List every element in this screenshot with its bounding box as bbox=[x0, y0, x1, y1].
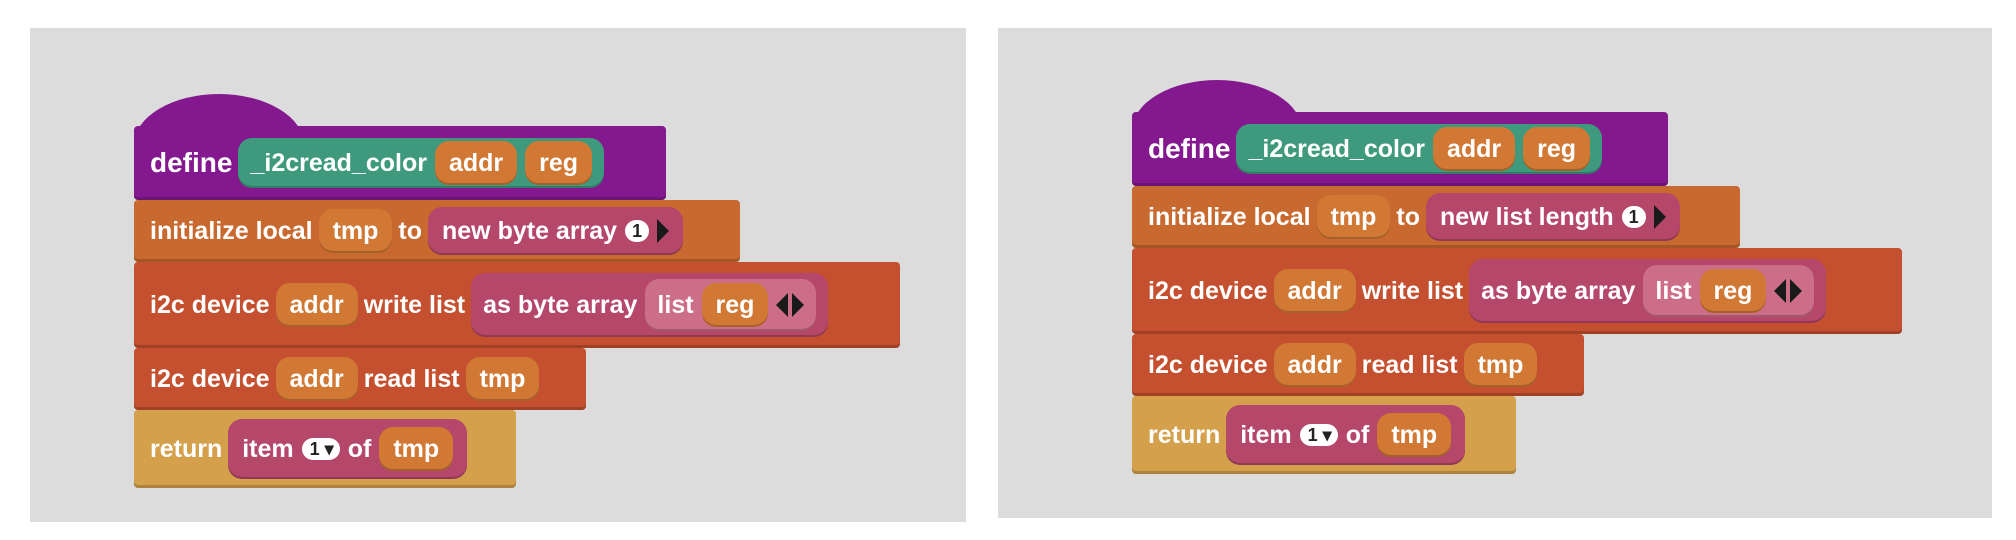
read-var-tmp[interactable]: tmp bbox=[465, 357, 540, 401]
param-reg[interactable]: reg bbox=[1523, 127, 1591, 171]
initialize-local-label: initialize local bbox=[1148, 202, 1311, 231]
expand-arrow-icon[interactable] bbox=[1653, 205, 1666, 229]
initialize-local-label: initialize local bbox=[150, 216, 313, 245]
i2c-device-label: i2c device bbox=[1148, 276, 1268, 305]
initialize-local-block[interactable]: initialize local tmp to new list length … bbox=[1132, 186, 1740, 248]
item-index-dropdown[interactable]: 1 ▾ bbox=[301, 438, 340, 460]
expand-arrow-icon[interactable] bbox=[1790, 279, 1803, 303]
define-label: define bbox=[1148, 133, 1231, 164]
i2c-device-label: i2c device bbox=[1148, 350, 1268, 379]
param-addr[interactable]: addr bbox=[1432, 127, 1516, 171]
item-index-dropdown[interactable]: 1 ▾ bbox=[1299, 424, 1338, 446]
new-byte-array-label: new byte array bbox=[442, 216, 618, 245]
i2c-write-block[interactable]: i2c device addr write list as byte array… bbox=[134, 262, 900, 348]
of-label: of bbox=[347, 434, 372, 463]
return-label: return bbox=[1148, 420, 1221, 449]
param-reg[interactable]: reg bbox=[525, 141, 593, 185]
array-size-input[interactable]: 1 bbox=[625, 220, 650, 242]
return-label: return bbox=[150, 434, 223, 463]
as-byte-array-block[interactable]: as byte array list reg bbox=[1469, 259, 1827, 323]
list-block[interactable]: list reg bbox=[645, 279, 817, 331]
list-label: list bbox=[1655, 276, 1692, 305]
function-name: _i2cread_color bbox=[250, 148, 427, 177]
local-var-tmp[interactable]: tmp bbox=[318, 209, 393, 253]
expand-arrow-icon[interactable] bbox=[657, 219, 670, 243]
item-label: item bbox=[1240, 420, 1292, 449]
write-addr-var[interactable]: addr bbox=[1273, 269, 1356, 313]
write-addr-var[interactable]: addr bbox=[275, 283, 358, 327]
script-canvas-left[interactable]: define _i2cread_color addr reg initializ… bbox=[30, 28, 966, 522]
i2c-read-block[interactable]: i2c device addr read list tmp bbox=[1132, 334, 1584, 396]
as-byte-array-label: as byte array bbox=[1481, 276, 1636, 305]
list-item-reg[interactable]: reg bbox=[701, 283, 769, 327]
new-list-length-label: new list length bbox=[1440, 202, 1614, 231]
item-source-tmp[interactable]: tmp bbox=[379, 427, 454, 471]
define-block[interactable]: define _i2cread_color addr reg bbox=[134, 126, 666, 200]
read-list-label: read list bbox=[1361, 350, 1458, 379]
i2c-read-block[interactable]: i2c device addr read list tmp bbox=[134, 348, 586, 410]
to-label: to bbox=[1396, 202, 1420, 231]
collapse-arrow-icon[interactable] bbox=[1774, 279, 1787, 303]
function-name: _i2cread_color bbox=[1248, 134, 1425, 163]
list-item-reg[interactable]: reg bbox=[1699, 269, 1767, 313]
read-addr-var[interactable]: addr bbox=[275, 357, 358, 401]
new-list-length-block[interactable]: new list length 1 bbox=[1426, 193, 1680, 241]
list-block[interactable]: list reg bbox=[1643, 265, 1815, 317]
item-source-tmp[interactable]: tmp bbox=[1377, 413, 1452, 457]
i2c-device-label: i2c device bbox=[150, 364, 270, 393]
define-block[interactable]: define _i2cread_color addr reg bbox=[1132, 112, 1668, 186]
function-signature[interactable]: _i2cread_color addr reg bbox=[238, 138, 605, 188]
param-addr[interactable]: addr bbox=[434, 141, 518, 185]
write-list-label: write list bbox=[1361, 276, 1464, 305]
as-byte-array-block[interactable]: as byte array list reg bbox=[471, 273, 829, 337]
i2c-device-label: i2c device bbox=[150, 290, 270, 319]
of-label: of bbox=[1345, 420, 1370, 449]
collapse-arrow-icon[interactable] bbox=[776, 293, 789, 317]
return-block[interactable]: return item 1 ▾ of tmp bbox=[1132, 396, 1516, 474]
list-label: list bbox=[657, 290, 694, 319]
script-canvas-right[interactable]: define _i2cread_color addr reg initializ… bbox=[998, 28, 1992, 518]
function-signature[interactable]: _i2cread_color addr reg bbox=[1236, 124, 1603, 174]
read-addr-var[interactable]: addr bbox=[1273, 343, 1356, 387]
local-var-tmp[interactable]: tmp bbox=[1316, 195, 1391, 239]
item-label: item bbox=[242, 434, 294, 463]
as-byte-array-label: as byte array bbox=[483, 290, 638, 319]
dropdown-arrow-icon: ▾ bbox=[324, 439, 334, 459]
initialize-local-block[interactable]: initialize local tmp to new byte array 1 bbox=[134, 200, 740, 262]
item-of-block[interactable]: item 1 ▾ of tmp bbox=[228, 419, 468, 479]
item-of-block[interactable]: item 1 ▾ of tmp bbox=[1226, 405, 1466, 465]
dropdown-arrow-icon: ▾ bbox=[1322, 425, 1332, 445]
read-var-tmp[interactable]: tmp bbox=[1463, 343, 1538, 387]
return-block[interactable]: return item 1 ▾ of tmp bbox=[134, 410, 516, 488]
list-length-input[interactable]: 1 bbox=[1621, 206, 1646, 228]
i2c-write-block[interactable]: i2c device addr write list as byte array… bbox=[1132, 248, 1902, 334]
to-label: to bbox=[398, 216, 422, 245]
read-list-label: read list bbox=[363, 364, 460, 393]
define-label: define bbox=[150, 147, 233, 178]
write-list-label: write list bbox=[363, 290, 466, 319]
new-byte-array-block[interactable]: new byte array 1 bbox=[428, 207, 684, 255]
expand-arrow-icon[interactable] bbox=[792, 293, 805, 317]
